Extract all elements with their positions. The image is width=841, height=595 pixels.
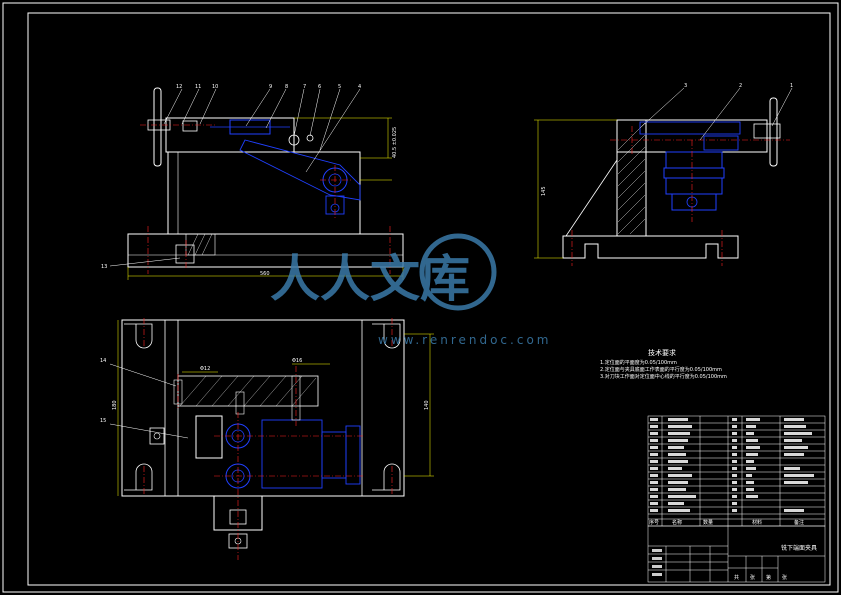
plan-view: 180 140 Φ12 Φ16 14 15 [100,318,434,560]
tech-req-title: 技术要求 [648,348,676,357]
title-block [647,525,826,583]
balloon-6: 6 [318,84,321,90]
inner-border [27,12,831,586]
parts-list [647,415,826,527]
col-header-remark: 备注 [794,519,804,526]
side-view: 145 3 2 1 [534,83,793,266]
balloon-9: 9 [269,84,272,90]
parts-list-fill [650,418,814,512]
front-view: 560 40.5 ±0.025 12 11 10 9 8 7 6 5 4 13 [101,84,404,280]
col-header-name: 名称 [672,519,682,526]
dim-side-height: 145 [541,186,547,196]
title-block-field-4 [652,573,662,576]
dim-overall-length: 560 [260,271,270,277]
balloon-12: 12 [176,84,182,90]
col-header-material: 材料 [752,519,762,526]
title-block-gong: 共 [734,574,739,581]
balloon-10: 10 [212,84,218,90]
tech-req-item-1: 1.定位面的平面度为0.05/100mm [600,359,677,366]
title-block-field-1 [652,549,662,552]
tech-requirements: 技术要求 1.定位面的平面度为0.05/100mm 2.定位面与夹具底面工作表面… [600,348,727,380]
balloon-8: 8 [285,84,288,90]
title-block-zhang-1: 张 [750,574,755,581]
balloon-11: 11 [195,84,201,90]
watermark-text: 人人文库 [270,249,470,308]
col-header-no: 序号 [649,519,659,526]
dim-plan-small-2: Φ16 [292,358,302,364]
dim-front-height: 40.5 ±0.025 [392,127,398,158]
col-header-qty: 数量 [703,519,713,526]
balloon-3: 3 [684,83,687,89]
balloon-1: 1 [790,83,793,89]
dim-plan-left: 180 [112,400,118,410]
tech-req-item-2: 2.定位面与夹具底面工作表面的平行度为0.05/100mm [600,366,722,373]
title-block-field-2 [652,557,662,560]
balloon-15: 15 [100,418,106,424]
dim-plan-right: 140 [424,400,430,410]
watermark: 人人文库 www.renrendoc.com [270,233,551,347]
title-block-field-3 [652,565,662,568]
parts-list-header: 序号 名称 数量 材料 备注 [649,519,804,526]
balloon-5: 5 [338,84,341,90]
balloon-14: 14 [100,358,106,364]
title-block-zhang-2: 张 [782,574,787,581]
balloon-4: 4 [358,84,361,90]
balloon-7: 7 [303,84,306,90]
dim-plan-small-1: Φ12 [200,366,210,372]
title-block-di: 第 [766,574,771,581]
watermark-url: www.renrendoc.com [378,333,551,347]
drawing-title: 铣下端面夹具 [781,544,817,552]
balloon-2: 2 [739,83,742,89]
tech-req-item-3: 3.对刀块工作面对定位面中心线的平行度为0.05/100mm [600,373,727,380]
balloon-13: 13 [101,264,107,270]
